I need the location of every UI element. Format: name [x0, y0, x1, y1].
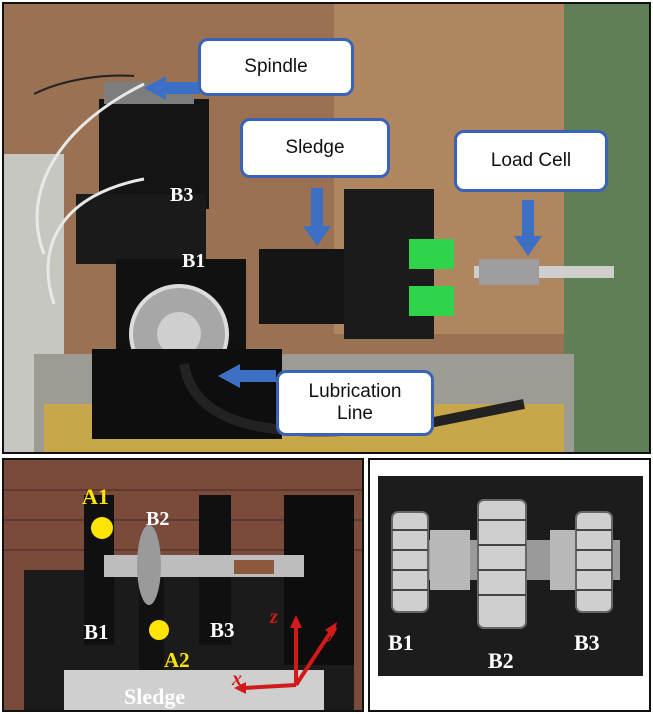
spindle-callout: Spindle: [198, 38, 354, 96]
lubrication-line-callout: Lubrication Line: [276, 370, 434, 436]
coordinate-axes: [243, 625, 334, 690]
a1-marker: [91, 517, 113, 539]
load-cell-callout: Load Cell: [454, 130, 608, 192]
sledge-callout: Sledge: [240, 118, 390, 178]
bearing-assembly-illustration: [378, 476, 643, 676]
br-b2-label: B2: [488, 648, 514, 673]
bl-sledge-label: Sledge: [124, 684, 186, 709]
spindle-arrow: [144, 76, 200, 100]
spindle-housing: [99, 99, 209, 209]
bearing-assembly-photo: B1 B2 B3: [368, 458, 651, 712]
bl-b3-label: B3: [210, 618, 235, 642]
br-b1-label: B1: [388, 630, 414, 655]
b3-bearing: [575, 511, 613, 613]
top-b1-label: B1: [182, 250, 206, 272]
spindle-label: Spindle: [244, 56, 308, 78]
test-rig-photo: Spindle Sledge Load Cell Lubrication Lin…: [2, 2, 651, 454]
z-axis-label: z: [270, 606, 278, 628]
load-cell-label: Load Cell: [490, 150, 572, 172]
bearing-rig-illustration: [4, 460, 362, 710]
x-axis-label: x: [232, 668, 242, 690]
br-b3-label: B3: [574, 630, 600, 655]
sledge-label: Sledge: [285, 137, 345, 159]
bl-b1-label: B1: [84, 620, 109, 644]
sledge-arrow: [303, 188, 331, 246]
top-b3-label: B3: [170, 184, 194, 206]
b1-bearing: [391, 511, 429, 613]
a1-label: A1: [82, 484, 109, 509]
load-cell-arrow: [514, 200, 542, 256]
a2-marker: [149, 620, 169, 640]
y-axis-label: y: [328, 620, 337, 642]
b3-housing: [76, 194, 206, 264]
lubrication-arrow: [218, 364, 276, 388]
lubrication-line-label: Lubrication Line: [308, 381, 402, 424]
bearing-rig-closeup-photo: A1 B2 B1 B3 A2 Sledge z y x: [2, 458, 364, 712]
a2-label: A2: [164, 648, 190, 672]
bl-b2-label: B2: [146, 508, 170, 530]
